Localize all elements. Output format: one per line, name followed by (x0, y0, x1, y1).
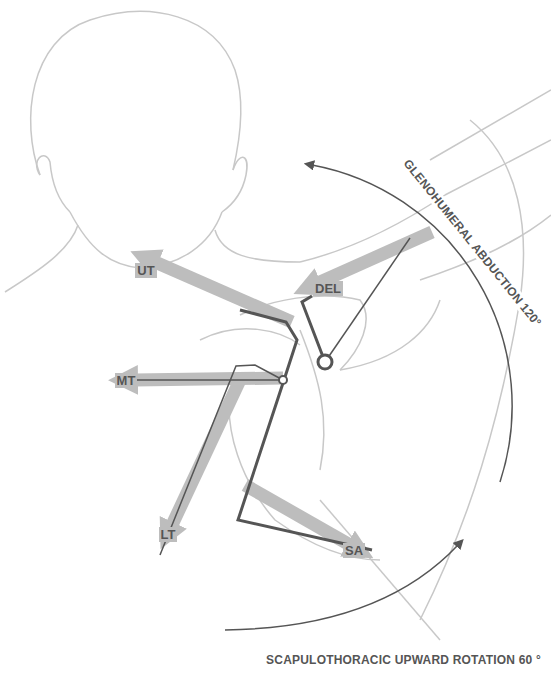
muscle-label: MT (115, 373, 138, 388)
body-outline (5, 12, 551, 640)
force-arrows (135, 232, 432, 545)
muscle-label: SA (343, 543, 365, 558)
angle-label: SCAPULOTHORACIC UPWARD ROTATION 60 ° (264, 653, 543, 667)
muscle-label: DEL (313, 281, 343, 296)
muscle-label: LT (159, 527, 178, 542)
lever-lines (118, 238, 410, 555)
muscle-label: UT (135, 263, 156, 278)
